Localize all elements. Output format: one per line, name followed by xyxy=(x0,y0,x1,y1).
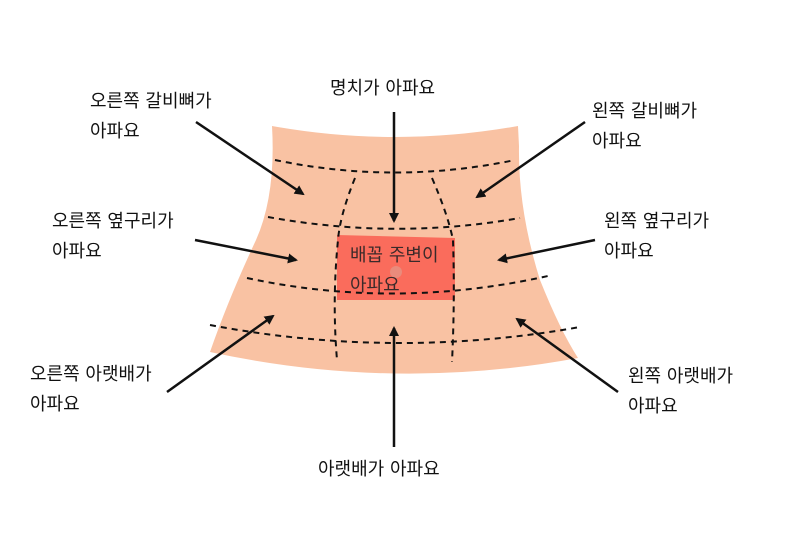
arrow-left-flank xyxy=(497,238,596,264)
label-left-flank: 왼쪽 옆구리가 아파요 xyxy=(604,211,710,262)
arrow-upper-left-ribs xyxy=(475,120,586,199)
dashed-line-1 xyxy=(274,159,516,174)
label-lower-left: 왼쪽 아랫배가 아파요 xyxy=(628,366,734,417)
arrow-lower-left xyxy=(515,317,619,394)
label-right-flank: 오른쪽 옆구리가 아파요 xyxy=(52,211,174,262)
arrow-right-flank xyxy=(194,238,298,264)
dashed-line-4 xyxy=(209,324,581,344)
label-lower-right: 오른쪽 아랫배가 아파요 xyxy=(30,364,152,415)
navel xyxy=(390,266,402,278)
label-upper-left-ribs: 왼쪽 갈비뼈가 아파요 xyxy=(592,101,698,152)
dashed-line-left-vertical xyxy=(333,177,356,361)
arrow-lower-right xyxy=(166,314,275,394)
label-periumbilical: 배꼽 주변이 아파요 xyxy=(350,245,439,296)
arrow-upper-right-ribs xyxy=(195,120,305,196)
dashed-line-right-vertical xyxy=(431,177,455,363)
label-upper-right-ribs: 오른쪽 갈비뼈가 아파요 xyxy=(90,91,212,142)
label-lower-center: 아랫배가 아파요 xyxy=(318,459,440,480)
label-epigastric: 명치가 아파요 xyxy=(330,78,436,99)
dashed-line-2 xyxy=(267,216,521,230)
